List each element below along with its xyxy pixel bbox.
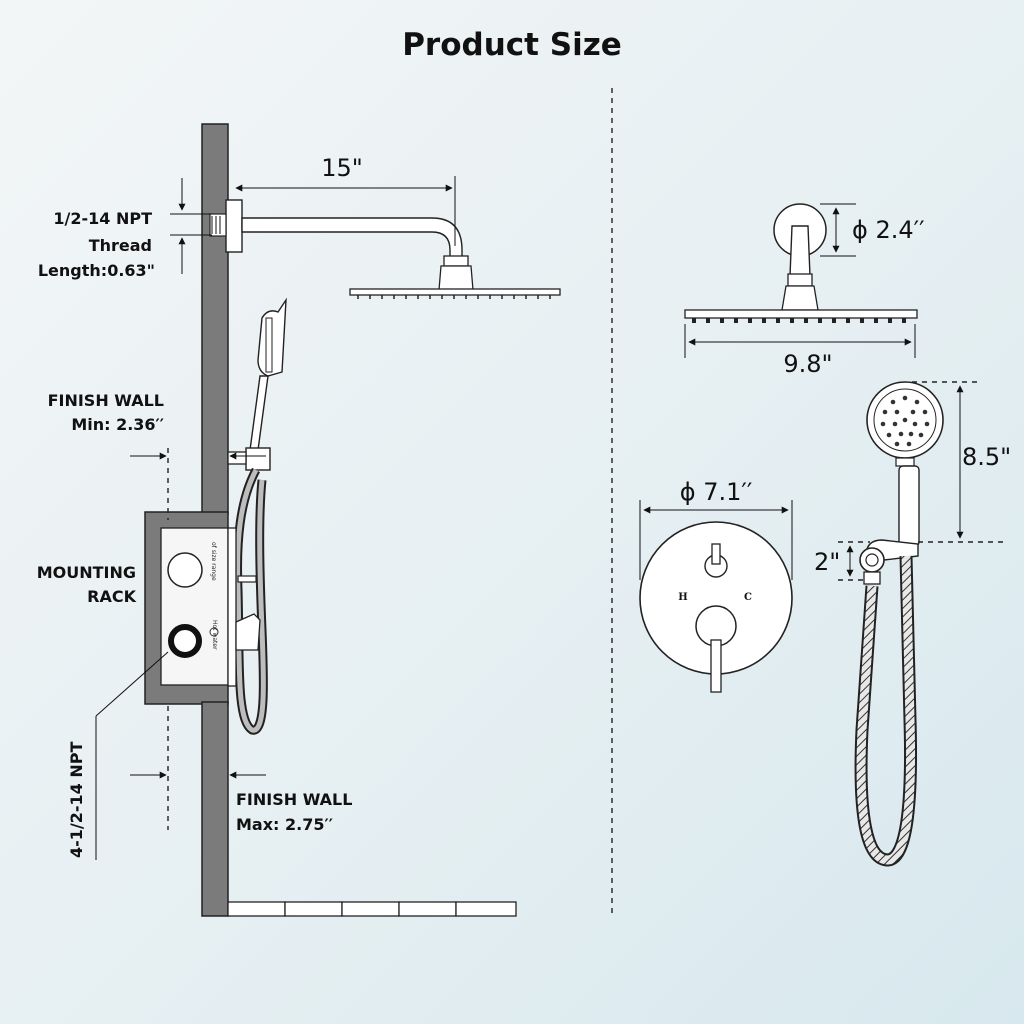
holder-height-label: 2" xyxy=(814,548,840,576)
rain-shower-head-icon xyxy=(349,255,561,299)
finish-wall-max-dimension: FINISH WALL Max: 2.75′′ xyxy=(130,706,352,834)
finish-wall-min-label-line1: FINISH WALL xyxy=(48,391,164,410)
trim-diameter-label: ϕ 7.1′′ xyxy=(680,478,753,506)
valve-side-icon xyxy=(227,527,261,687)
shower-head-width-label: 9.8" xyxy=(783,350,832,378)
arm-length-label: 15" xyxy=(321,154,363,182)
handheld-shower-front-icon xyxy=(866,381,944,547)
arm-length-dimension: 15" xyxy=(235,154,456,246)
handheld-shower-side-icon xyxy=(227,297,287,471)
valve-cold-label: C xyxy=(744,592,752,603)
mounting-rack-label-line1: MOUNTING xyxy=(37,563,136,582)
npt-leader: 4-1/2-14 NPT xyxy=(67,651,169,860)
thread-label-line1: 1/2-14 NPT xyxy=(53,209,152,228)
shower-holder-icon xyxy=(859,539,919,585)
valve-hot-label: H xyxy=(678,592,687,603)
holder-height-dimension: 2" xyxy=(814,541,870,581)
handheld-length-dimension: 8.5" xyxy=(912,381,1011,543)
finish-wall-min-dimension: FINISH WALL Min: 2.36′′ xyxy=(48,391,266,520)
thread-label-line3: Length:0.63" xyxy=(38,261,155,280)
flange-diameter-dimension: ϕ 2.4′′ xyxy=(820,203,925,257)
rain-shower-head-front-icon xyxy=(684,203,918,323)
floor-tiles xyxy=(227,901,517,917)
finish-wall-max-label-line2: Max: 2.75′′ xyxy=(236,815,333,834)
npt-vertical-label: 4-1/2-14 NPT xyxy=(67,742,86,858)
mounting-rack-label-line2: RACK xyxy=(87,587,136,606)
hose-front-icon xyxy=(854,555,918,867)
valve-trim-plate-icon: H C xyxy=(639,521,793,693)
finish-wall-min-label-line2: Min: 2.36′′ xyxy=(71,415,164,434)
handheld-length-label: 8.5" xyxy=(962,443,1011,471)
box-hot-water-label: Hot water xyxy=(211,620,218,650)
hose-side-icon xyxy=(233,467,268,735)
thread-dimension: 1/2-14 NPT Thread Length:0.63" xyxy=(38,178,212,280)
page-title: Product Size xyxy=(402,27,622,63)
flange-diameter-label: ϕ 2.4′′ xyxy=(852,216,925,244)
shower-arm-icon xyxy=(209,199,463,259)
thread-label-line2: Thread xyxy=(89,236,152,255)
trim-diameter-dimension: ϕ 7.1′′ xyxy=(639,478,793,580)
box-size-range-label: of size range xyxy=(210,542,217,581)
finish-wall-max-label-line1: FINISH WALL xyxy=(236,790,352,809)
mounting-rack-box-icon: of size range Hot water xyxy=(160,527,229,686)
shower-head-width-dimension: 9.8" xyxy=(684,324,916,378)
